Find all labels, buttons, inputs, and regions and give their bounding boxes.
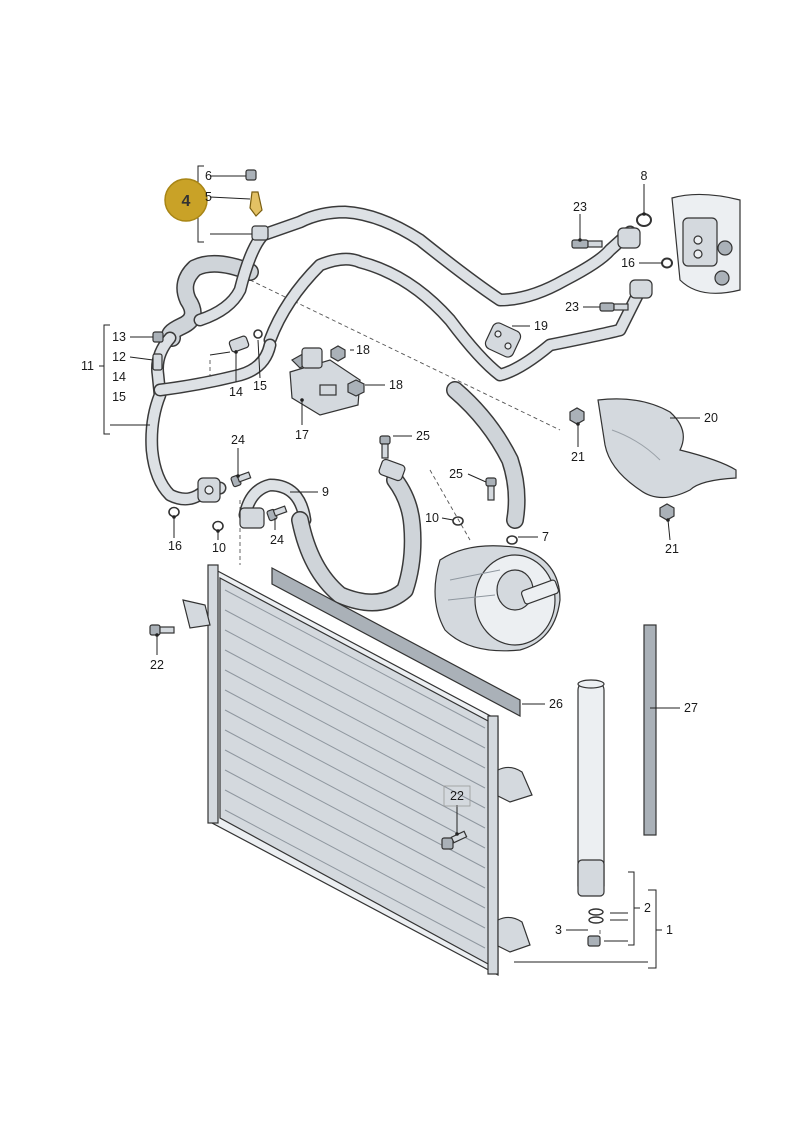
callout-16-right[interactable]: 16 (621, 256, 635, 270)
callout-22-box (443, 785, 471, 807)
pressure-switch-block-17 (289, 347, 361, 416)
callout-19[interactable]: 19 (534, 319, 548, 333)
connector-right-upper (617, 227, 653, 299)
nut-18-upper (330, 345, 346, 362)
callout-18-lower[interactable]: 18 (389, 378, 403, 392)
refrigerant-line-19 (263, 252, 647, 382)
callout-labels: 6 5 8 23 16 23 19 11 13 12 14 15 14 15 1… (81, 169, 718, 937)
o-ring-16-right (661, 257, 673, 269)
callout-7[interactable]: 7 (542, 530, 549, 544)
seal-strip-26 (271, 567, 521, 717)
o-ring-16-left (168, 506, 180, 518)
refrigerant-line-left (145, 331, 277, 506)
bolt-24-lower (266, 505, 288, 522)
leader-dots (155, 212, 670, 836)
expansion-valve-housing (671, 193, 741, 294)
valve-12 (152, 353, 163, 371)
callout-5[interactable]: 5 (205, 190, 212, 204)
callout-15[interactable]: 15 (253, 379, 267, 393)
o-ring-10-mid (452, 516, 464, 526)
bolt-24-upper (230, 471, 252, 488)
bolt-23-upper (571, 239, 603, 249)
callout-10-mid[interactable]: 10 (425, 511, 439, 525)
callout-10-left[interactable]: 10 (212, 541, 226, 555)
refrigerant-hose-9 (238, 458, 422, 612)
callout-17[interactable]: 17 (295, 428, 309, 442)
seal-strip-27 (643, 624, 657, 836)
ac-compressor (434, 545, 561, 652)
o-ring-10-left (212, 520, 224, 532)
drier-seals (587, 908, 604, 947)
callout-14[interactable]: 14 (229, 385, 243, 399)
receiver-drier (577, 679, 605, 897)
callout-24-upper[interactable]: 24 (231, 433, 245, 447)
callout-21-upper[interactable]: 21 (571, 450, 585, 464)
suction-hose (446, 381, 526, 529)
o-ring-15 (253, 329, 263, 339)
heat-shield-20 (597, 398, 737, 499)
callout-21-lower[interactable]: 21 (665, 542, 679, 556)
bolt-23-lower (599, 302, 629, 312)
nut-21-upper (569, 407, 585, 425)
callout-6[interactable]: 6 (205, 169, 212, 183)
callout-23-upper[interactable]: 23 (573, 200, 587, 214)
callout-22-left[interactable]: 22 (150, 658, 164, 672)
nut-21-lower (659, 503, 675, 521)
callout-22-right[interactable]: 22 (450, 789, 464, 803)
valve-14 (228, 335, 250, 353)
bolt-6 (245, 169, 257, 181)
leader-lines (99, 165, 700, 969)
callout-26[interactable]: 26 (549, 697, 563, 711)
callout-23-lower[interactable]: 23 (565, 300, 579, 314)
callout-20[interactable]: 20 (704, 411, 718, 425)
pipe-coupling (251, 225, 269, 241)
callout-3[interactable]: 3 (555, 923, 562, 937)
callout-1[interactable]: 1 (666, 923, 673, 937)
nut-18-lower (347, 379, 365, 397)
condenser-fins (224, 589, 486, 949)
bolt-25-upper (379, 435, 391, 459)
refrigerant-line-upper (161, 205, 637, 347)
callout-16-left[interactable]: 16 (168, 539, 182, 553)
callout-15-left[interactable]: 15 (112, 390, 126, 404)
valve-5-highlighted (249, 191, 263, 217)
callout-13[interactable]: 13 (112, 330, 126, 344)
callout-25-lower[interactable]: 25 (449, 467, 463, 481)
callout-27[interactable]: 27 (684, 701, 698, 715)
callout-9[interactable]: 9 (322, 485, 329, 499)
callout-14-left[interactable]: 14 (112, 370, 126, 384)
callout-12[interactable]: 12 (112, 350, 126, 364)
callout-4-label: 4 (182, 193, 191, 210)
bolt-22-left (149, 624, 175, 636)
callout-4-highlight[interactable]: 4 (164, 178, 208, 222)
condenser (182, 564, 533, 976)
callout-24-lower[interactable]: 24 (270, 533, 284, 547)
callout-18-upper[interactable]: 18 (356, 343, 370, 357)
cap-13 (152, 331, 164, 343)
callout-11[interactable]: 11 (81, 359, 94, 373)
callout-2[interactable]: 2 (644, 901, 651, 915)
callout-8[interactable]: 8 (641, 169, 648, 183)
callout-25-upper[interactable]: 25 (416, 429, 430, 443)
o-ring-7 (506, 535, 518, 545)
bracket-19 (484, 322, 522, 358)
bolt-25-lower (485, 477, 497, 501)
o-ring-8 (636, 213, 652, 227)
